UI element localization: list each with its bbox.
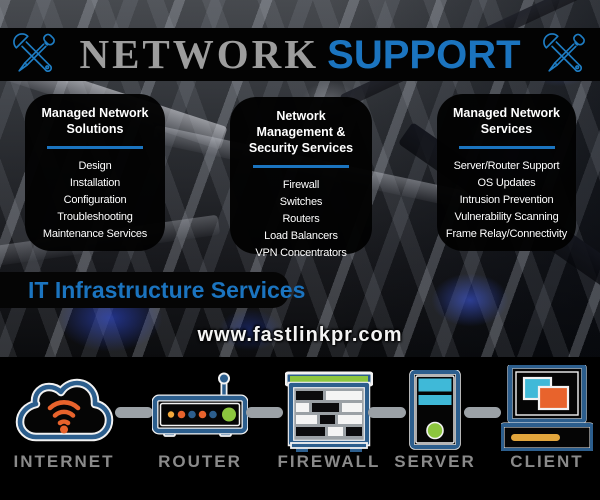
diagram-node-router: ROUTER xyxy=(140,357,260,500)
diagram-node-internet: INTERNET xyxy=(4,357,124,500)
service-item: Routers xyxy=(282,213,320,225)
service-item: Vulnerability Scanning xyxy=(454,211,559,223)
service-item: Server/Router Support xyxy=(453,160,560,172)
wrench-screwdriver-icon xyxy=(12,32,58,78)
connector-dash xyxy=(368,407,406,418)
service-item: Switches xyxy=(279,196,323,208)
diagram-node-label: ROUTER xyxy=(158,452,242,471)
service-item: Frame Relay/Connectivity xyxy=(445,228,568,240)
cloud-wifi-icon xyxy=(12,378,116,449)
router-icon xyxy=(151,370,249,445)
service-item: Configuration xyxy=(63,194,127,206)
network-diagram: INTERNET xyxy=(0,357,600,500)
divider xyxy=(253,165,349,168)
service-item: VPN Concentrators xyxy=(255,247,347,259)
service-item: Installation xyxy=(69,177,121,189)
diagram-node-label: INTERNET xyxy=(13,452,115,471)
service-item: Load Balancers xyxy=(264,230,338,242)
service-box-network-management-security: Network Management & Security Services F… xyxy=(230,97,372,259)
service-item: Troubleshooting xyxy=(57,211,133,223)
service-box-managed-network-solutions: Managed Network Solutions Design Install… xyxy=(25,94,165,251)
service-list: Design Installation Configuration Troubl… xyxy=(25,158,165,243)
connector-dash xyxy=(246,407,283,418)
diagram-node-label: CLIENT xyxy=(510,452,584,471)
service-item: Maintenance Services xyxy=(42,228,148,240)
website-url: www.fastlinkpr.com xyxy=(197,324,403,346)
service-box-title: Managed Network Services xyxy=(453,106,560,136)
client-icon xyxy=(499,363,595,456)
diagram-node-label: FIREWALL xyxy=(277,452,381,471)
banner-label: IT Infrastructure Services xyxy=(28,277,306,303)
diagram-node-label: SERVER xyxy=(394,452,476,471)
divider xyxy=(458,146,555,149)
service-item: Design xyxy=(78,160,112,172)
service-item: Firewall xyxy=(282,179,320,191)
wrench-screwdriver-icon xyxy=(542,32,588,78)
title-network: NETWORK xyxy=(79,31,320,77)
service-list: Server/Router Support OS Updates Intrusi… xyxy=(437,158,576,243)
service-box-managed-network-services: Managed Network Services Server/Router S… xyxy=(437,94,576,251)
service-list: Firewall Switches Routers Load Balancers… xyxy=(230,177,372,262)
it-infrastructure-banner: IT Infrastructure Services xyxy=(0,272,306,308)
service-box-title: Managed Network Solutions xyxy=(41,106,149,136)
diagram-node-server: SERVER xyxy=(375,357,495,500)
divider xyxy=(47,146,143,149)
service-item: Intrusion Prevention xyxy=(459,194,554,206)
firewall-icon xyxy=(284,371,374,458)
title-support: SUPPORT xyxy=(327,33,521,77)
service-box-title: Network Management & Security Services xyxy=(248,109,354,155)
connector-dash xyxy=(115,407,153,418)
diagram-node-client: CLIENT xyxy=(487,357,600,500)
connector-dash xyxy=(464,407,501,418)
server-icon xyxy=(409,369,461,455)
service-item: OS Updates xyxy=(477,177,536,189)
diagram-node-firewall: FIREWALL xyxy=(269,357,389,500)
